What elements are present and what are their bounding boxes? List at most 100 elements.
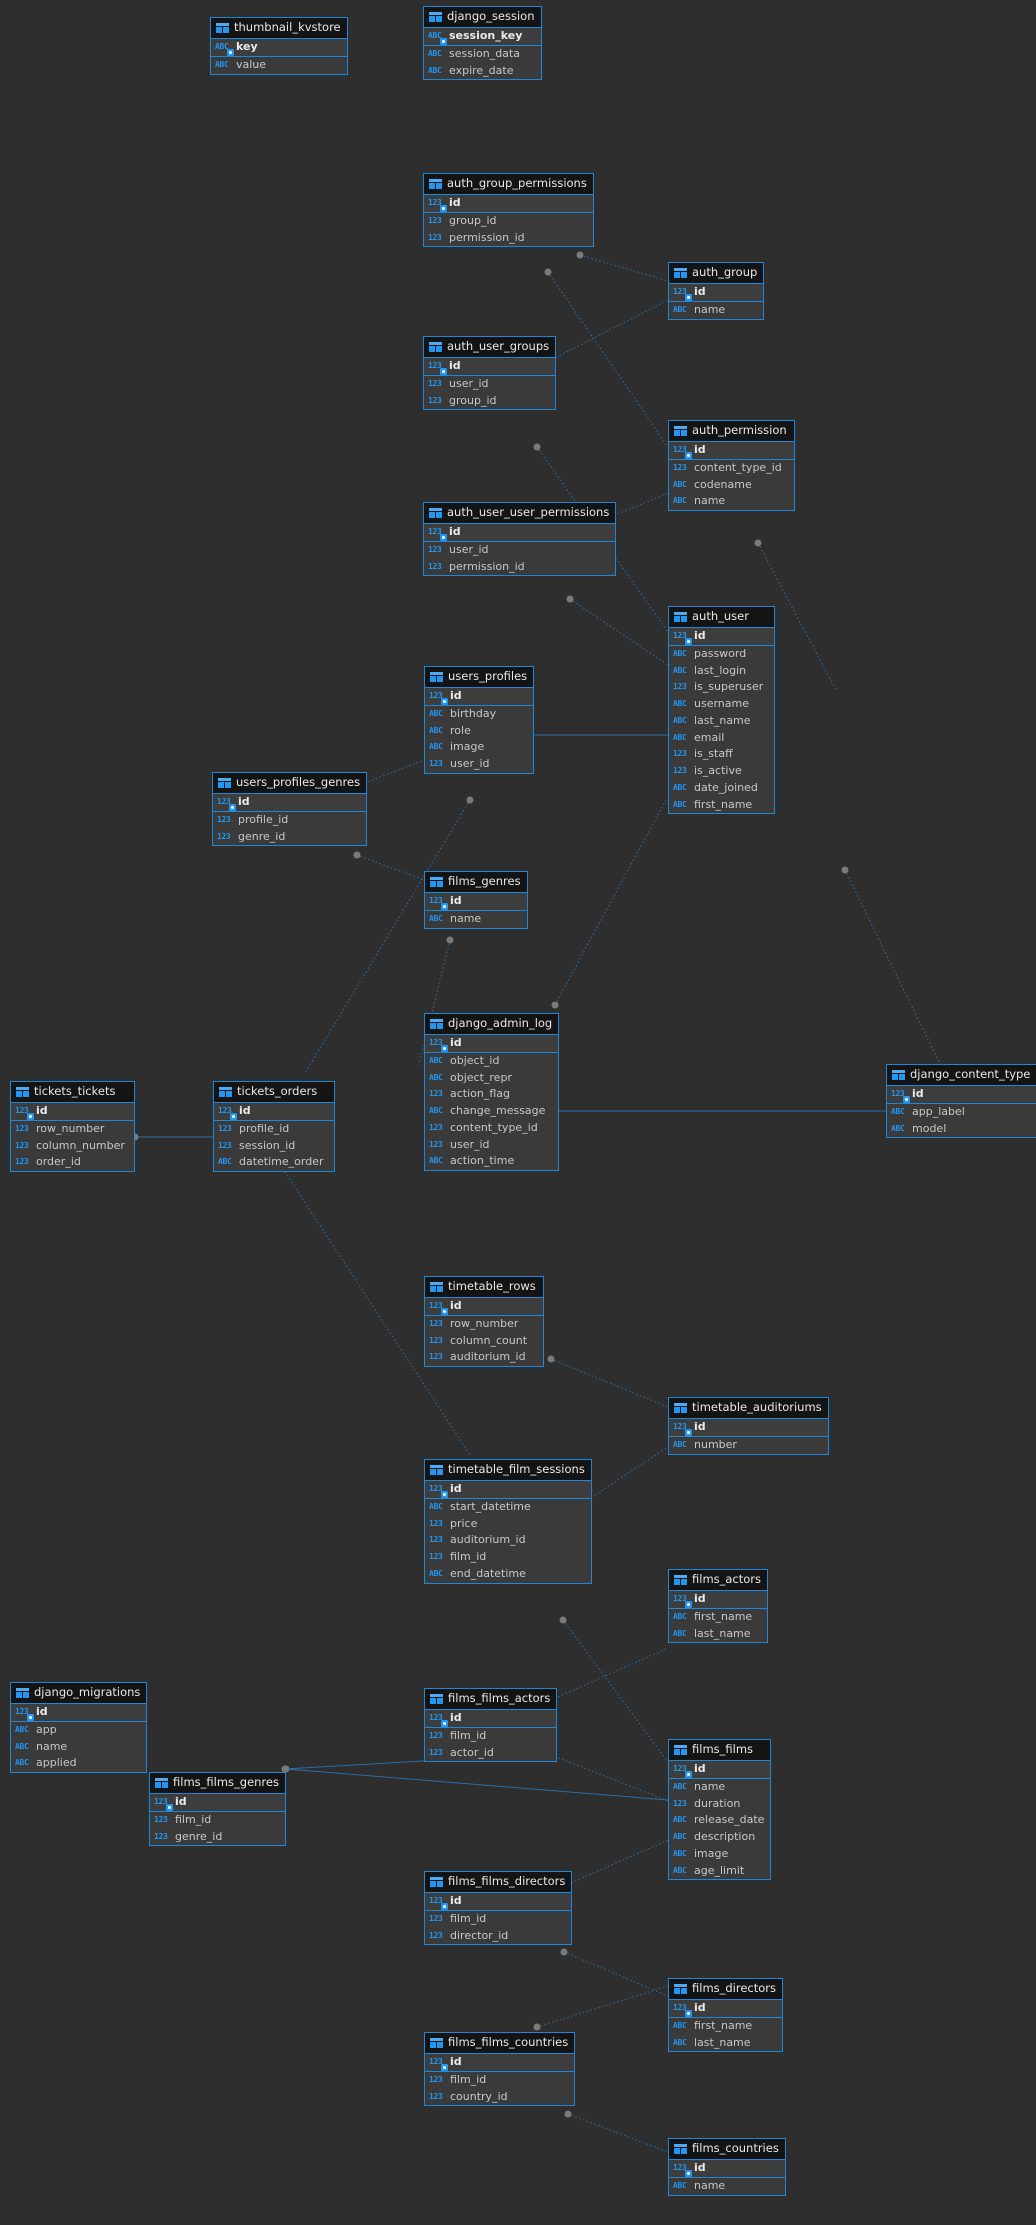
table-header[interactable]: films_films bbox=[669, 1740, 771, 1762]
table-header[interactable]: auth_permission bbox=[669, 421, 794, 443]
table-header[interactable]: auth_user bbox=[669, 607, 774, 629]
table-header[interactable]: auth_user_groups bbox=[424, 337, 556, 359]
table-header[interactable]: films_films_directors bbox=[425, 1872, 572, 1894]
table-header[interactable]: auth_group bbox=[669, 263, 764, 285]
table-header[interactable]: tickets_orders bbox=[214, 1082, 334, 1104]
table-header[interactable]: django_admin_log bbox=[425, 1014, 559, 1036]
table-header[interactable]: films_films_genres bbox=[150, 1773, 285, 1795]
table-header[interactable]: films_actors bbox=[669, 1570, 768, 1592]
table-header[interactable]: films_films_actors bbox=[425, 1689, 557, 1711]
table-header[interactable]: django_content_type bbox=[887, 1065, 1036, 1087]
table-header[interactable]: thumbnail_kvstore bbox=[211, 18, 347, 40]
table-header[interactable]: timetable_auditoriums bbox=[669, 1398, 828, 1420]
table-header[interactable]: films_countries bbox=[669, 2139, 785, 2161]
table-header[interactable]: django_session bbox=[424, 7, 541, 29]
table-header[interactable]: users_profiles_genres bbox=[213, 773, 367, 795]
